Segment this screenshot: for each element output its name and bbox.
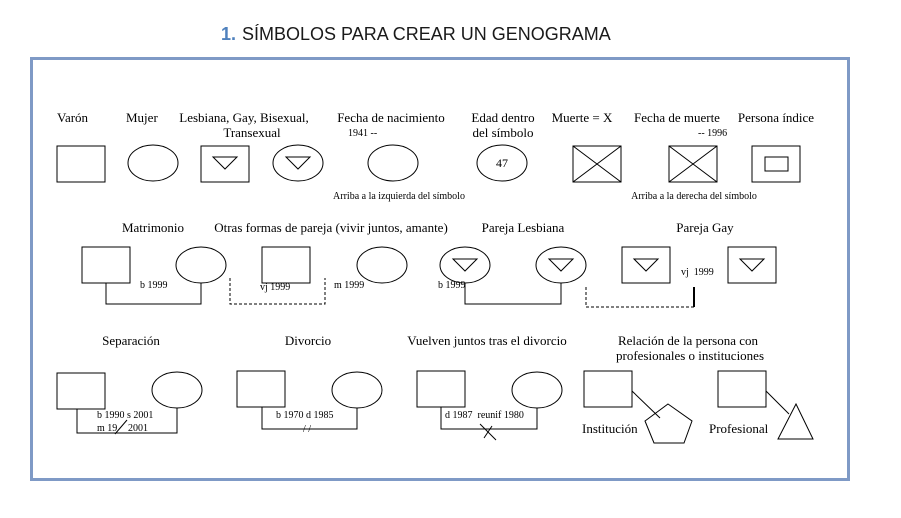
cohab-female [356,246,408,284]
label-lgbt-line2: Transexual [223,125,281,140]
lgbt-female-triangle [284,156,312,170]
page-heading: 1.SÍMBOLOS PARA CREAR UN GENOGRAMA [221,24,611,45]
institution-pentagon [644,403,693,444]
reunited-line [440,407,538,430]
marriage-female [175,246,227,284]
label-profesional: Profesional [709,421,769,436]
vuelven-date: d 1987 reunif 1980 [445,410,524,421]
otras-date-1: vj 1999 [260,282,290,293]
index-person-symbol [751,145,801,183]
label-muerte-year: -- 1996 [698,128,727,139]
heading-title: SÍMBOLOS PARA CREAR UN GENOGRAMA [242,24,611,44]
lesbian-partner-1 [439,246,491,284]
lesbian-triangle-2 [547,258,575,272]
label-edad-line2: del símbolo [472,125,533,140]
relation-institution-line [631,390,661,419]
separation-line [76,408,178,434]
death-symbol [572,145,622,183]
matrimonio-date: b 1999 [140,280,168,291]
death-date-symbol [668,145,718,183]
label-nacimiento: Fecha de nacimiento [337,110,445,125]
gay-cohab-line [585,287,694,308]
cohab-male [261,246,311,284]
gay-triangle-2 [738,258,766,272]
label-separacion: Separación [102,333,160,348]
cohab-line [229,278,326,305]
birth-date-symbol [367,144,419,182]
lgbt-male-triangle [211,156,239,170]
relation-institution-person [583,370,633,408]
index-person-inner [764,156,789,172]
lesbiana-date: b 1999 [438,280,466,291]
note-right: Arriba a la derecha del símbolo [631,191,757,202]
lesbian-partner-2 [535,246,587,284]
gay-partner-1 [621,246,671,284]
lgbt-female-symbol [272,144,324,182]
separacion-date-1: b 1990 s 2001 [97,410,153,421]
age-value: 47 [496,156,508,170]
divorce-female [331,371,383,409]
label-nacimiento-year: 1941 -- [348,128,377,139]
diagram-frame [30,57,850,481]
separation-male [56,372,106,410]
divorcio-marks: / / [303,424,311,435]
label-otras-formas: Otras formas de pareja (vivir juntos, am… [214,220,448,235]
lesbian-triangle-1 [451,258,479,272]
reunited-mark-2 [483,425,493,439]
separacion-date-2: m 19 [97,423,117,434]
label-pareja-gay: Pareja Gay [676,220,734,235]
death-x-line-2 [572,145,622,183]
label-relacion-line2: profesionales o instituciones [616,348,764,363]
relation-professional-line [765,390,790,415]
label-matrimonio: Matrimonio [122,220,184,235]
label-fecha-muerte: Fecha de muerte [634,110,720,125]
note-left: Arriba a la izquierda del símbolo [333,191,465,202]
separation-female [151,371,203,409]
female-symbol [127,144,179,182]
heading-number: 1. [221,24,237,44]
label-persona-indice: Persona índice [738,110,814,125]
marriage-male [81,246,131,284]
separation-mark [114,419,128,435]
lesbian-line [464,283,562,305]
lgbt-male-symbol [200,145,250,183]
label-varon: Varón [57,110,89,125]
label-divorcio: Divorcio [285,333,331,348]
professional-triangle [777,402,814,440]
label-muerte: Muerte = X [552,110,613,125]
label-mujer: Mujer [126,110,158,125]
label-institucion: Institución [582,421,638,436]
label-relacion-line1: Relación de la persona con [618,333,759,348]
separacion-date-3: 2001 [128,423,148,434]
male-symbol [56,145,106,183]
divorcio-date: b 1970 d 1985 [276,410,334,421]
gay-partner-2 [727,246,777,284]
relation-professional-person [717,370,767,408]
reunited-male [416,370,466,408]
label-vuelven-juntos: Vuelven juntos tras el divorcio [407,333,567,348]
divorce-male [236,370,286,408]
gay-triangle-1 [632,258,660,272]
label-pareja-lesbiana: Pareja Lesbiana [482,220,565,235]
label-lgbt-line1: Lesbiana, Gay, Bisexual, [179,110,308,125]
death-date-x-line-2 [668,145,718,183]
divorce-line [261,407,358,430]
age-symbol [476,144,528,182]
marriage-line [105,283,202,305]
label-edad-line1: Edad dentro [471,110,534,125]
otras-date-2: m 1999 [334,280,364,291]
reunited-female [511,371,563,409]
gay-date: vj 1999 [681,267,714,278]
